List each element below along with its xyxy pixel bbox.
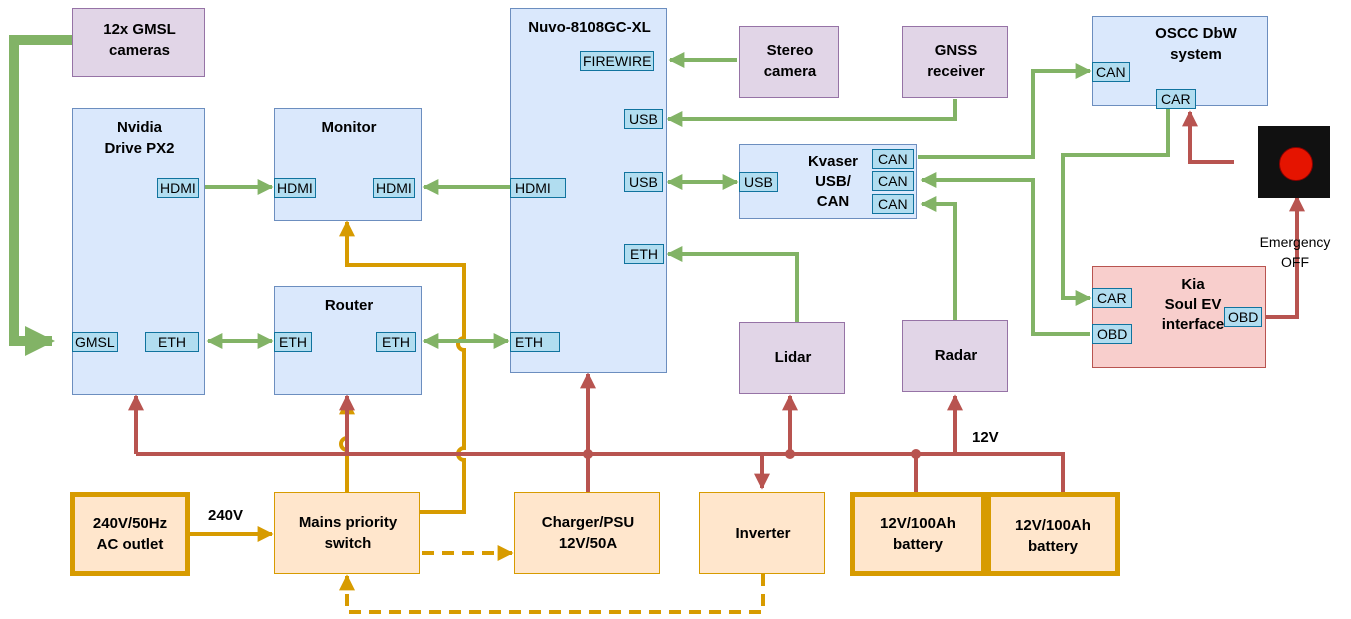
- gmsl-cameras-label: 12x GMSL cameras: [103, 21, 176, 59]
- monitor-hdmi-out-port: HDMI: [373, 178, 415, 198]
- lidar-label: Lidar: [774, 349, 812, 366]
- router-eth-right-port: ETH: [376, 332, 416, 352]
- junction-dot: [911, 449, 921, 459]
- power-12v-wires: [128, 110, 1305, 492]
- charger-psu-label: Charger/PSU 12V/50A: [541, 514, 635, 552]
- emergency-off-label: Emergency OFF: [1259, 234, 1331, 270]
- kvaser-label: Kvaser USB/ CAN: [807, 153, 859, 210]
- ac-outlet-block: 240V/50Hz AC outlet: [70, 492, 190, 576]
- charger-psu-block: Charger/PSU 12V/50A: [514, 492, 660, 574]
- junction-dot: [785, 449, 795, 459]
- oscc-can-port: CAN: [1092, 62, 1130, 82]
- nvidia-eth-port: ETH: [145, 332, 199, 352]
- nuvo-eth-lidar-port: ETH: [624, 244, 664, 264]
- kia-obd-right-port: OBD: [1224, 307, 1263, 327]
- router-eth-left-port: ETH: [274, 332, 312, 352]
- kia-soul-interface-label: Kia Soul EV interface: [1161, 276, 1225, 333]
- nuvo-hdmi-port: HDMI: [510, 178, 566, 198]
- nuvo-computer-label: Nuvo-8108GC-XL: [528, 19, 651, 36]
- dc-voltage-label: 12V: [972, 429, 999, 446]
- monitor-label: Monitor: [321, 119, 377, 136]
- nuvo-firewire-port: FIREWIRE: [580, 51, 655, 71]
- ac-outlet-label: 240V/50Hz AC outlet: [92, 515, 168, 553]
- battery-2-label: 12V/100Ah battery: [1015, 517, 1091, 555]
- inverter-label: Inverter: [735, 525, 791, 542]
- stereo-camera-label: Stereo camera: [763, 42, 817, 80]
- nvidia-gmsl-port: GMSL: [72, 332, 118, 352]
- monitor-hdmi-in-port: HDMI: [274, 178, 316, 198]
- mains-priority-switch-label: Mains priority switch: [298, 514, 398, 552]
- gmsl-cameras-block: 12x GMSL cameras: [72, 8, 205, 77]
- inverter-block: Inverter: [699, 492, 825, 574]
- nuvo-usb-kvaser-port: USB: [624, 172, 663, 192]
- data-wires: [9, 35, 1170, 356]
- emergency-stop-block[interactable]: [1258, 126, 1330, 198]
- kvaser-can-3-port: CAN: [872, 194, 914, 214]
- oscc-car-port: CAR: [1156, 89, 1196, 109]
- nvidia-drive-px2-label: Nvidia Drive PX2: [104, 119, 175, 157]
- junction-dot: [583, 449, 593, 459]
- nuvo-eth-router-port: ETH: [510, 332, 560, 352]
- emergency-stop-button[interactable]: [1279, 147, 1313, 181]
- mains-voltage-label: 240V: [208, 507, 244, 524]
- monitor-block: Monitor: [274, 108, 422, 221]
- gnss-receiver-block: GNSS receiver: [902, 26, 1008, 98]
- router-label: Router: [324, 297, 374, 314]
- radar-label: Radar: [934, 347, 978, 364]
- gnss-receiver-label: GNSS receiver: [927, 42, 985, 80]
- lidar-block: Lidar: [739, 322, 845, 394]
- kvaser-usb-port: USB: [739, 172, 778, 192]
- kia-obd-left-port: OBD: [1092, 324, 1133, 344]
- battery-1-label: 12V/100Ah battery: [880, 515, 956, 553]
- kia-car-port: CAR: [1092, 288, 1132, 308]
- kvaser-can-2-port: CAN: [872, 171, 914, 191]
- nuvo-usb-gnss-port: USB: [624, 109, 663, 129]
- mains-priority-switch-block: Mains priority switch: [274, 492, 420, 574]
- nvidia-hdmi-port: HDMI: [157, 178, 199, 198]
- battery-1-block: 12V/100Ah battery: [850, 492, 986, 576]
- radar-block: Radar: [902, 320, 1008, 392]
- battery-2-block: 12V/100Ah battery: [986, 492, 1120, 576]
- oscc-dbw-label: OSCC DbW system: [1155, 25, 1237, 63]
- stereo-camera-block: Stereo camera: [739, 26, 839, 98]
- kvaser-can-1-port: CAN: [872, 149, 914, 169]
